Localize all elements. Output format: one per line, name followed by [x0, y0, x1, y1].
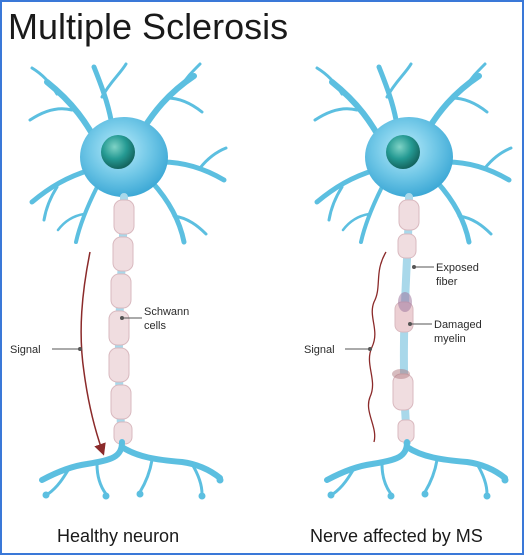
damaged-myelin-label-line2: myelin	[434, 333, 466, 345]
ms-nucleus	[386, 135, 420, 169]
healthy-nucleus	[101, 135, 135, 169]
ms-nerve-caption: Nerve affected by MS	[310, 526, 483, 546]
healthy-signal-label: Signal	[10, 344, 41, 356]
healthy-neuron-caption: Healthy neuron	[57, 526, 179, 546]
exposed-fiber-label-line2: fiber	[436, 276, 458, 288]
ms-myelin-sheath	[393, 200, 419, 442]
ms-signal-label: Signal	[304, 344, 335, 356]
schwann-cells-label-line2: cells	[144, 320, 167, 332]
ms-neuron: Signal Exposed fiber Damaged myelin Nerv…	[304, 64, 511, 546]
ms-signal-path	[368, 252, 386, 442]
schwann-cells-label-line1: Schwann	[144, 306, 189, 318]
healthy-neuron: Signal Schwann cells Healthy neuron	[10, 64, 226, 546]
healthy-myelin-sheath	[109, 200, 134, 444]
exposed-fiber-label-line1: Exposed	[436, 262, 479, 274]
damaged-myelin-label-line1: Damaged	[434, 319, 482, 331]
healthy-axon-terminals	[42, 442, 223, 499]
ms-damage-spot-lower	[392, 369, 410, 379]
healthy-signal-arrow	[81, 252, 102, 450]
ms-damage-spot	[398, 292, 412, 312]
ms-axon-terminals	[327, 442, 508, 499]
